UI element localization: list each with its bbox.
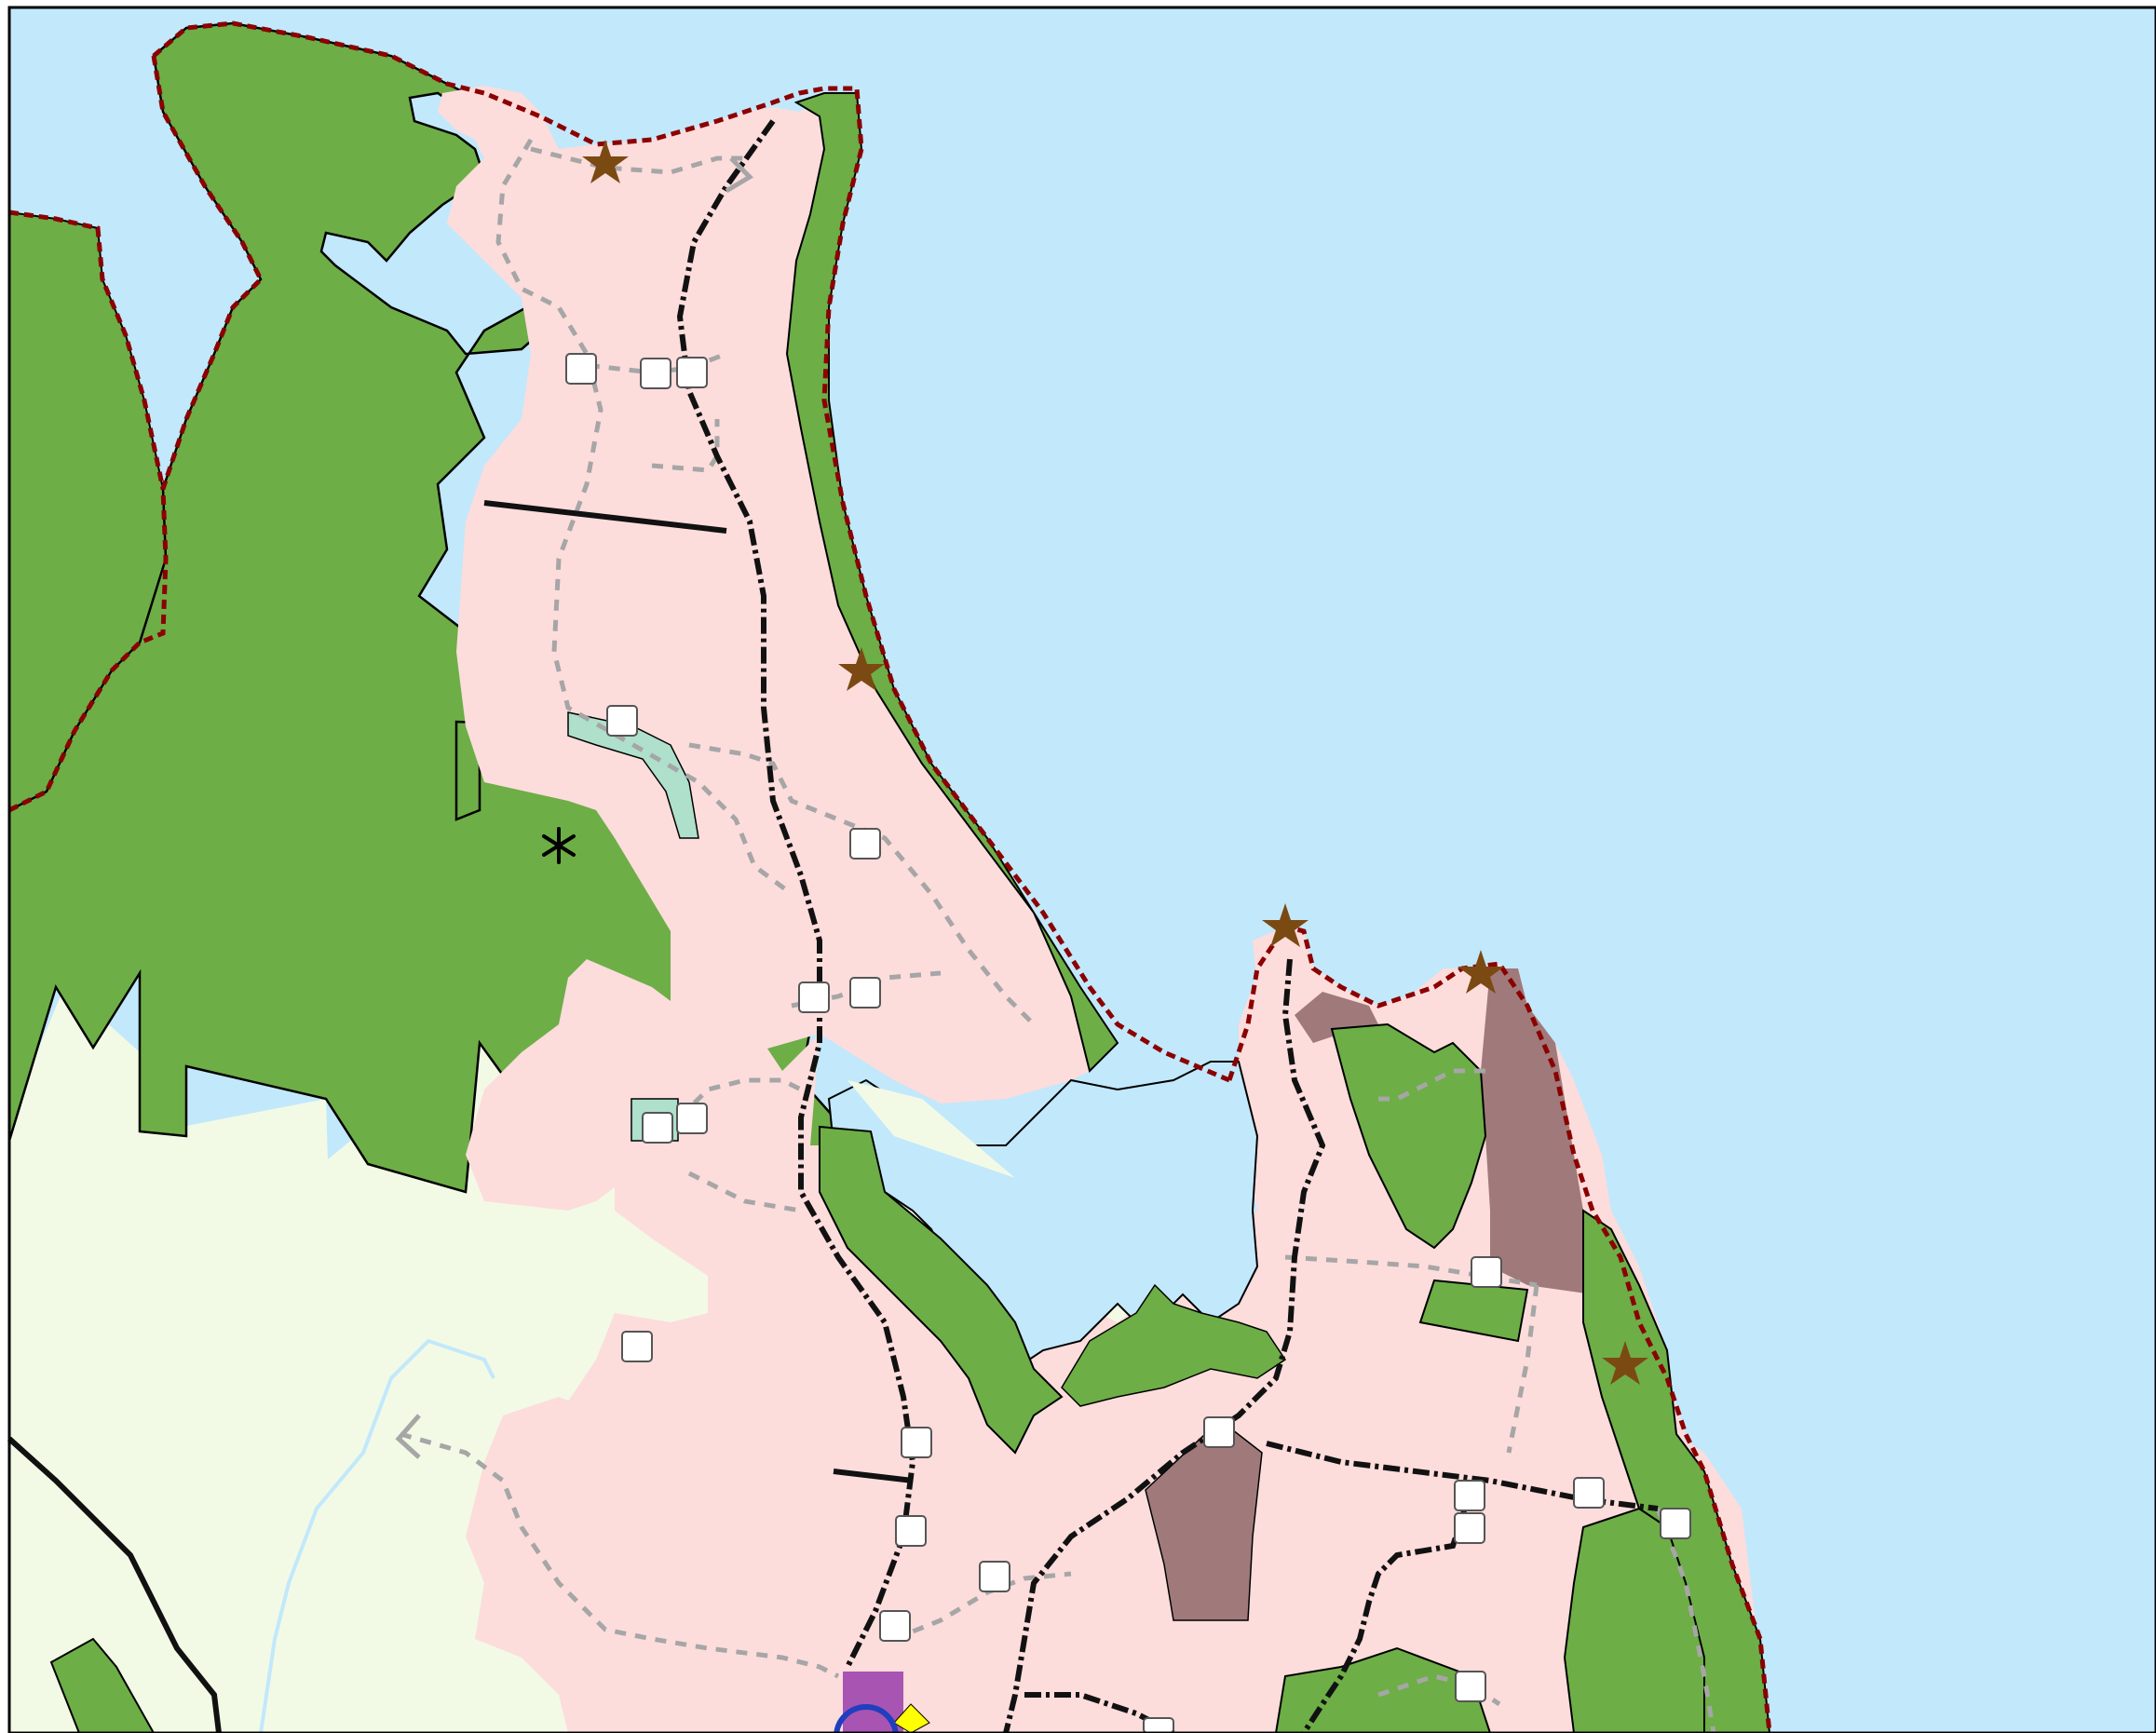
bicycle-icon [1455, 1671, 1486, 1702]
bicycle-icon [676, 1103, 708, 1134]
asterisk-icon [542, 827, 576, 864]
marker-circle [834, 1704, 899, 1733]
star-icon [1458, 950, 1504, 994]
bicycle-icon [1573, 1477, 1605, 1509]
conservation-bay-fingers [1061, 1283, 1287, 1407]
bicycle-icon [895, 1515, 927, 1547]
wetland-area [567, 711, 699, 839]
bicycle-icon [849, 828, 881, 860]
conservation-southeast [1563, 1507, 1705, 1733]
brown-zone-northeast [1481, 968, 1593, 1294]
conservation-east-coast [1582, 1209, 1771, 1733]
bicycle-icon [565, 353, 597, 385]
bicycle-icon [1454, 1480, 1485, 1511]
bike-icons [565, 353, 1691, 1733]
star-icon [582, 140, 629, 183]
bicycle-icon [849, 977, 881, 1009]
landmark-stars [582, 140, 1648, 1385]
bicycle-icon [621, 1331, 653, 1362]
map-border [7, 6, 2156, 1733]
star-icon [1262, 903, 1309, 947]
conservation-coastal-buffer [785, 92, 1119, 1073]
bicycle-icon [798, 982, 830, 1013]
bicycle-icon [879, 1610, 911, 1642]
tidal-flat [847, 1080, 1015, 1178]
stream [259, 1338, 495, 1733]
star-icon [1602, 1341, 1648, 1385]
bicycle-icon [1143, 1717, 1174, 1733]
bicycle-icon [979, 1561, 1010, 1592]
bicycle-icon [642, 1112, 673, 1144]
conservation-east-parcel [1330, 1022, 1487, 1250]
brown-zone-northeast-small [1295, 992, 1378, 1043]
star-icon [838, 647, 885, 691]
marker-diamond [893, 1703, 930, 1733]
conservation-bay-shore [819, 1125, 1064, 1455]
bicycle-icon [901, 1427, 932, 1458]
bicycle-icon [676, 357, 708, 388]
bicycle-icon [1454, 1512, 1485, 1544]
trail-arrows [395, 156, 754, 1459]
town-boundary [7, 20, 1772, 1733]
bicycle-icon [640, 358, 671, 389]
plain-roads [7, 500, 914, 1733]
bicycle-icon [606, 705, 638, 737]
bicycle-icon [1203, 1416, 1235, 1448]
trails [400, 138, 1716, 1733]
bicycle-icon [1471, 1256, 1502, 1288]
bicycle-icon [1660, 1508, 1691, 1539]
conservation-southwest-parcel [49, 1637, 156, 1733]
